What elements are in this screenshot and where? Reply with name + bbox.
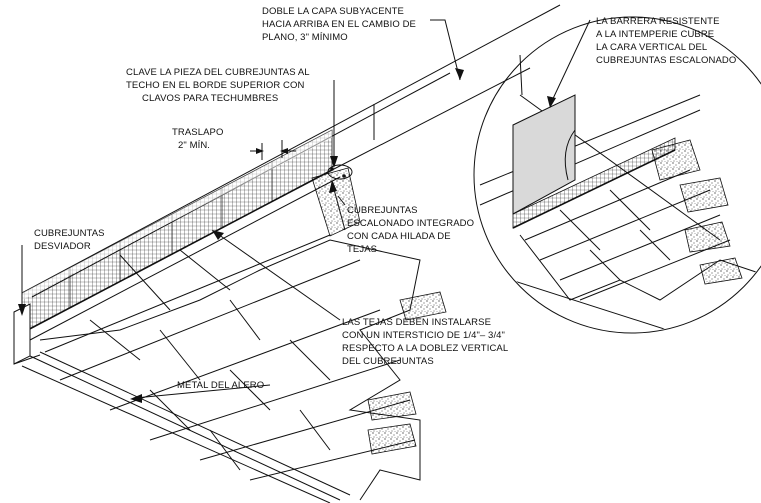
label-underlayment: DOBLE LA CAPA SUBYACENTE HACIA ARRIBA EN… [262, 6, 416, 43]
overlap-line-2: 2" MÍN. [178, 140, 210, 151]
step-flashing-line-4: TEJAS [347, 244, 377, 255]
label-drip-edge: METAL DEL ALERO [177, 380, 264, 391]
wrb-line-1: LA BARRERA RESISTENTE [596, 16, 720, 27]
wrb-line-3: LA CARA VERTICAL DEL [596, 42, 707, 53]
label-kickout: CUBREJUNTAS DESVIADOR [34, 228, 105, 252]
step-flashing-line-2: ESCALONADO INTEGRADO [347, 218, 474, 229]
shingle-gap-line-1: LAS TEJAS DEBEN INSTALARSE [342, 317, 491, 328]
shingle-gap-line-3: RESPECTO A LA DOBLEZ VERTICAL [342, 343, 508, 354]
label-wrb: LA BARRERA RESISTENTE A LA INTEMPERIE CU… [596, 16, 736, 66]
drip-edge-line-1: METAL DEL ALERO [177, 380, 264, 391]
label-shingle-gap: LAS TEJAS DEBEN INSTALARSE CON UN INTERS… [342, 317, 508, 367]
shingle-gap-line-4: DEL CUBREJUNTAS [342, 356, 434, 367]
step-flashing-line-3: CON CADA HILADA DE [347, 231, 451, 242]
wrb-line-4: CUBREJUNTAS ESCALONADO [596, 55, 736, 66]
shingle-gap-line-2: CON UN INTERSTICIO DE 1/4"– 3/4" [342, 330, 505, 341]
overlap-line-1: TRASLAPO [172, 127, 223, 138]
detail-inset [473, 16, 761, 334]
label-overlap: TRASLAPO 2" MÍN. [172, 127, 223, 151]
underlayment-line-1: DOBLE LA CAPA SUBYACENTE [262, 6, 404, 17]
step-flashing-line-1: CUBREJUNTAS [347, 205, 418, 216]
underlayment-line-2: HACIA ARRIBA EN EL CAMBIO DE [262, 19, 416, 30]
kickout-line-2: DESVIADOR [34, 241, 91, 252]
underlayment-line-3: PLANO, 3" MÍNIMO [262, 32, 348, 43]
wrb-line-2: A LA INTEMPERIE CUBRE [596, 29, 714, 40]
label-nail: CLAVE LA PIEZA DEL CUBREJUNTAS AL TECHO … [126, 67, 310, 104]
nail-line-2: TECHO EN EL BORDE SUPERIOR CON [126, 80, 304, 91]
label-step-flashing: CUBREJUNTAS ESCALONADO INTEGRADO CON CAD… [347, 205, 474, 255]
main-illustration [13, 4, 721, 503]
nail-line-1: CLAVE LA PIEZA DEL CUBREJUNTAS AL [126, 67, 310, 78]
kickout-line-1: CUBREJUNTAS [34, 228, 105, 239]
nail-line-3: CLAVOS PARA TECHUMBRES [142, 93, 278, 104]
